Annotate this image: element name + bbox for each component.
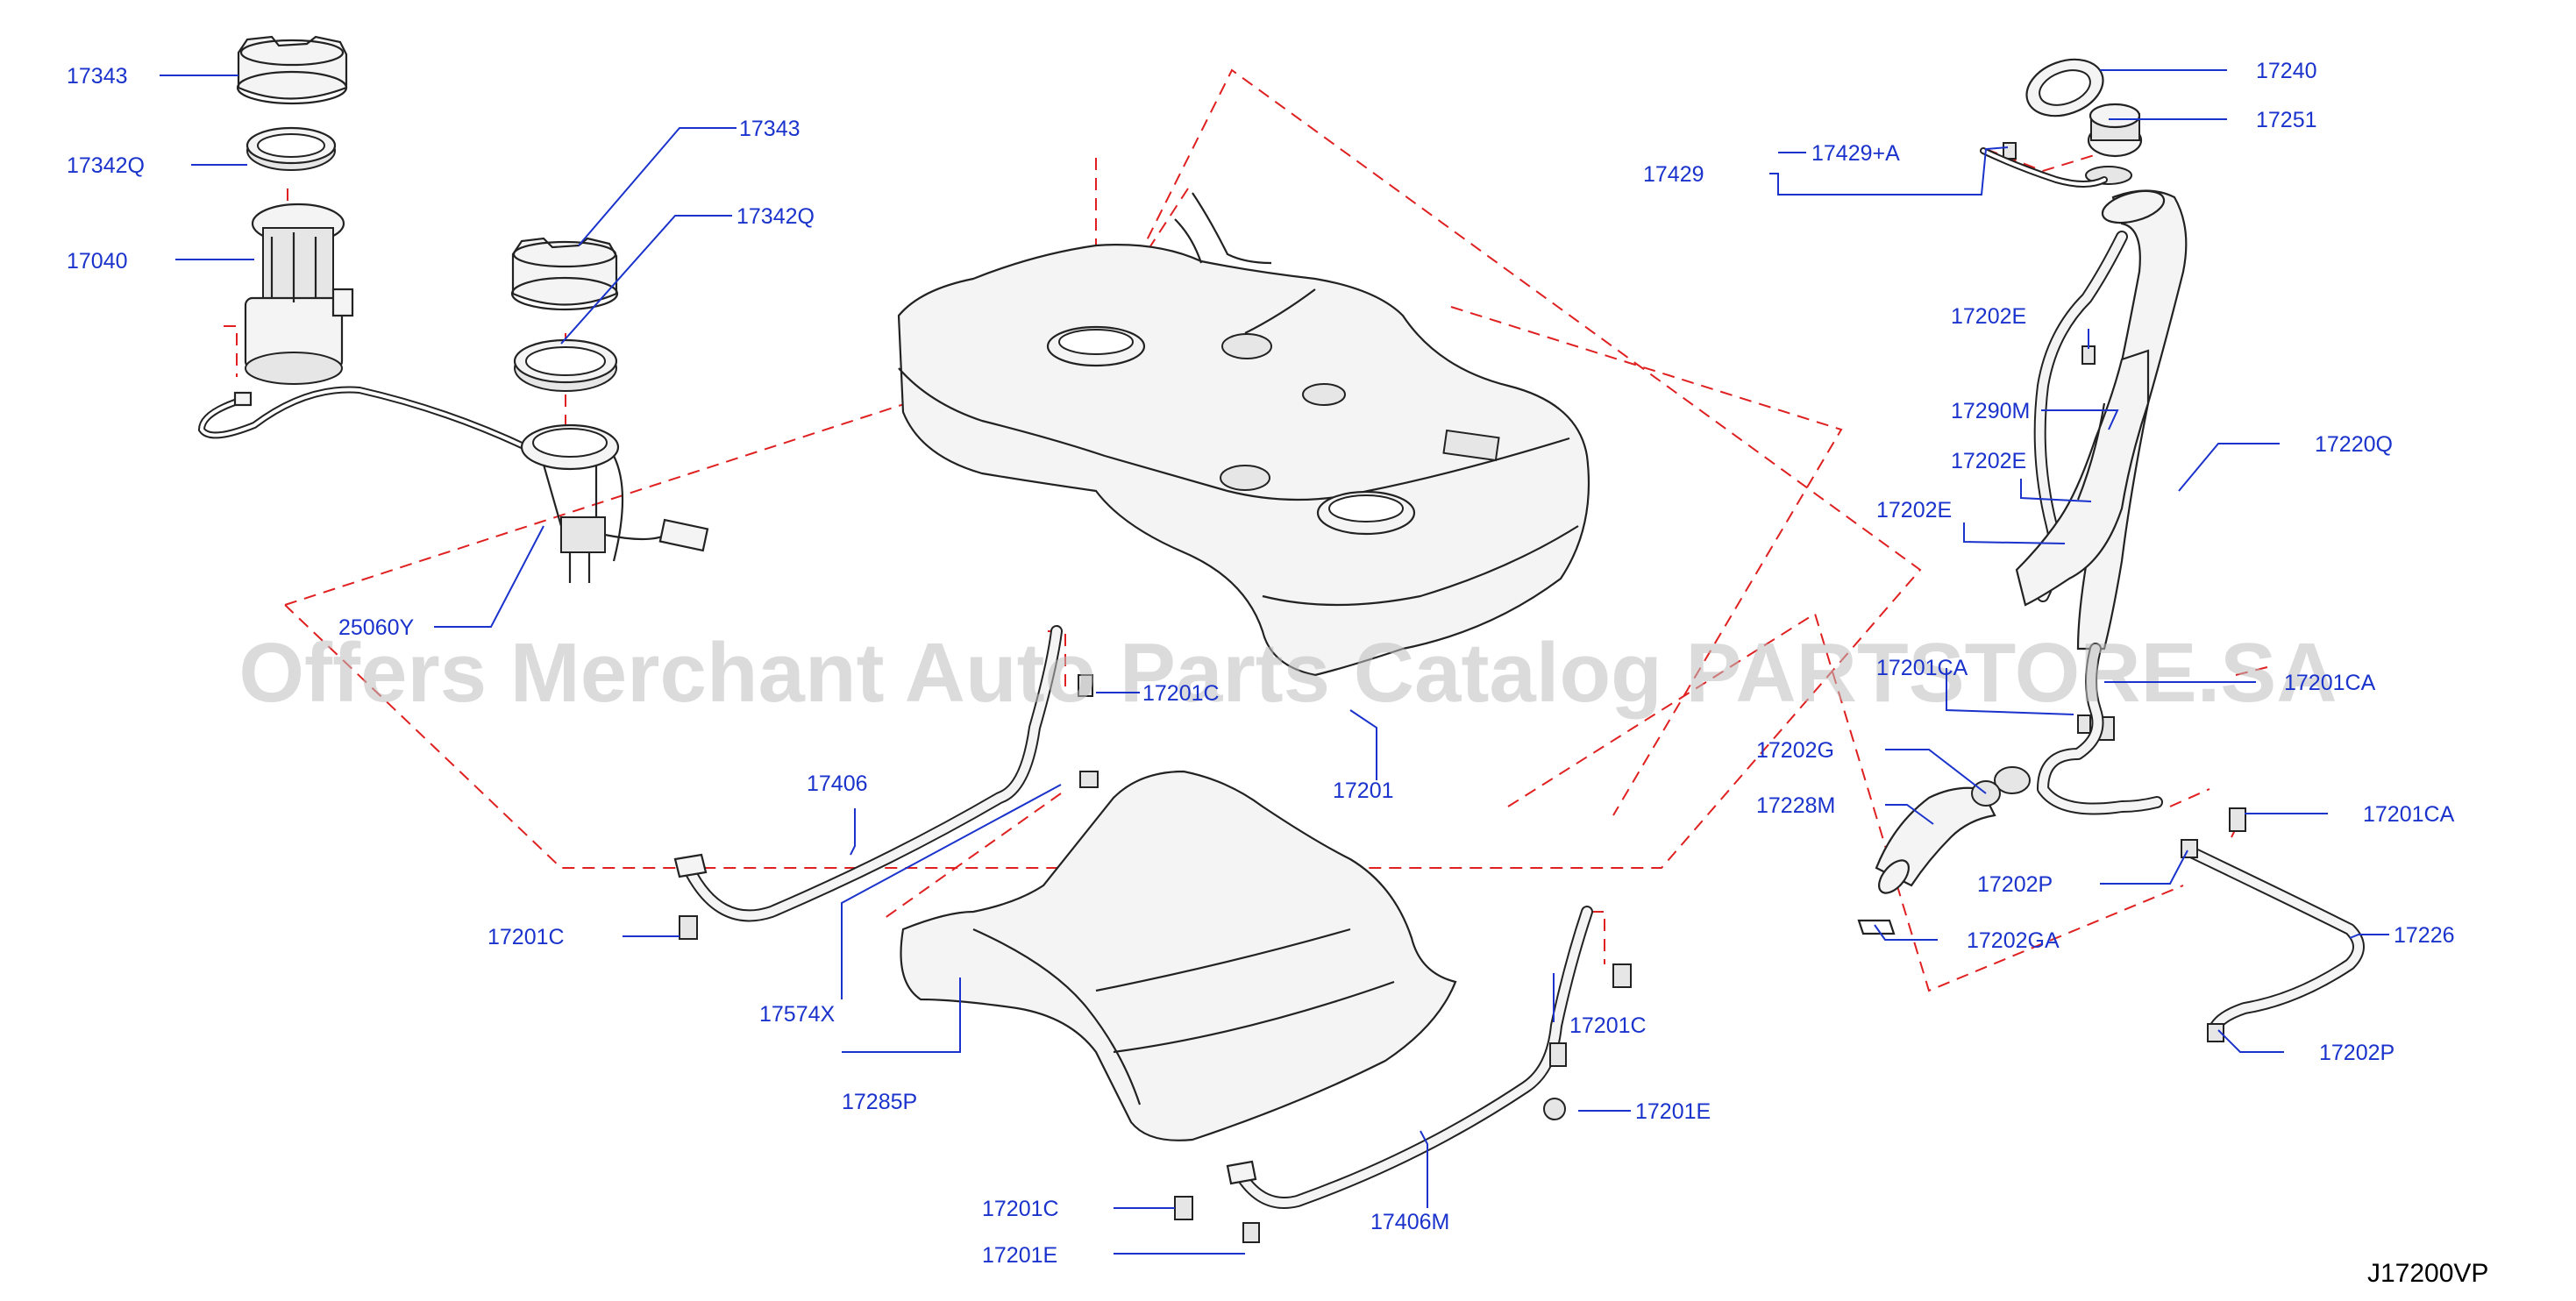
callout-17201ca-c[interactable]: 17201CA	[2363, 802, 2455, 827]
callout-17201e-b[interactable]: 17201E	[1635, 1099, 1711, 1124]
callout-17202g[interactable]: 17202G	[1756, 738, 1834, 763]
callout-17202p-b[interactable]: 17202P	[2319, 1041, 2395, 1065]
callout-17226[interactable]: 17226	[2394, 923, 2455, 948]
callout-17342q-top[interactable]: 17342Q	[67, 153, 145, 178]
diagram-code: J17200VP	[2367, 1259, 2488, 1288]
leader-lines	[160, 69, 2389, 1255]
lock-ring-17343-top	[236, 35, 348, 105]
callout-17290m[interactable]: 17290M	[1951, 399, 2030, 423]
tank-strap-17406m	[1226, 906, 1593, 1209]
bracket-17290m	[2015, 349, 2150, 607]
breather-tube-17429	[1980, 147, 2108, 188]
gasket-17342q-mid	[513, 338, 618, 392]
callout-17406m[interactable]: 17406M	[1370, 1210, 1449, 1234]
vent-tube-17226	[2181, 839, 2365, 1042]
callout-17040[interactable]: 17040	[67, 249, 128, 274]
callout-17202ga[interactable]: 17202GA	[1967, 928, 2060, 953]
callout-17201c-b[interactable]: 17201C	[487, 925, 565, 949]
callout-17429-a[interactable]: 17429+A	[1811, 141, 1900, 166]
callout-17343-top[interactable]: 17343	[67, 64, 128, 89]
callout-17574x[interactable]: 17574X	[759, 1002, 836, 1027]
callout-17406[interactable]: 17406	[807, 771, 868, 796]
callout-17201c-a[interactable]: 17201C	[1142, 681, 1220, 706]
callout-17201e-a[interactable]: 17201E	[982, 1243, 1057, 1268]
callout-17285p[interactable]: 17285P	[842, 1090, 917, 1114]
callout-17202e-c[interactable]: 17202E	[1876, 498, 1952, 523]
callout-17202p-a[interactable]: 17202P	[1977, 872, 2053, 897]
watermark: Offers Merchant Auto Parts Catalog PARTS…	[238, 626, 2337, 720]
fuel-pump-module-17040	[197, 203, 547, 459]
filler-cap-assembly	[2025, 58, 2143, 185]
tank-strap-17406	[673, 625, 1063, 922]
fuel-level-sender-25060y	[520, 423, 709, 583]
callout-17240[interactable]: 17240	[2256, 59, 2317, 83]
gasket-17342q-top	[246, 126, 337, 171]
callout-17228m[interactable]: 17228M	[1756, 793, 1835, 818]
callout-labels: 17343 17342Q 17040 17343 17342Q 25060Y 1…	[67, 59, 2455, 1268]
part-drawings	[197, 35, 2365, 1243]
callout-17202e-b[interactable]: 17202E	[1951, 449, 2026, 473]
callout-17201c-c[interactable]: 17201C	[982, 1197, 1059, 1221]
callout-17201c-d[interactable]: 17201C	[1569, 1013, 1647, 1038]
callout-17343-mid[interactable]: 17343	[739, 117, 801, 141]
fuel-tank-17201	[897, 192, 1590, 677]
callout-17251[interactable]: 17251	[2256, 108, 2317, 132]
callout-25060y[interactable]: 25060Y	[338, 615, 415, 640]
callout-17201[interactable]: 17201	[1333, 778, 1394, 803]
callout-17201ca-b[interactable]: 17201CA	[2284, 671, 2376, 695]
filler-hose-17228m	[1857, 766, 2031, 935]
heat-shield-17285p	[900, 770, 1457, 1141]
callout-17220q[interactable]: 17220Q	[2315, 432, 2393, 457]
lock-ring-17343-mid	[510, 237, 619, 311]
callout-17342q-mid[interactable]: 17342Q	[737, 204, 815, 229]
callout-17429[interactable]: 17429	[1643, 162, 1704, 187]
callout-17202e-a[interactable]: 17202E	[1951, 304, 2026, 329]
fasteners	[679, 142, 2246, 1243]
callout-17201ca-a[interactable]: 17201CA	[1876, 656, 1968, 680]
